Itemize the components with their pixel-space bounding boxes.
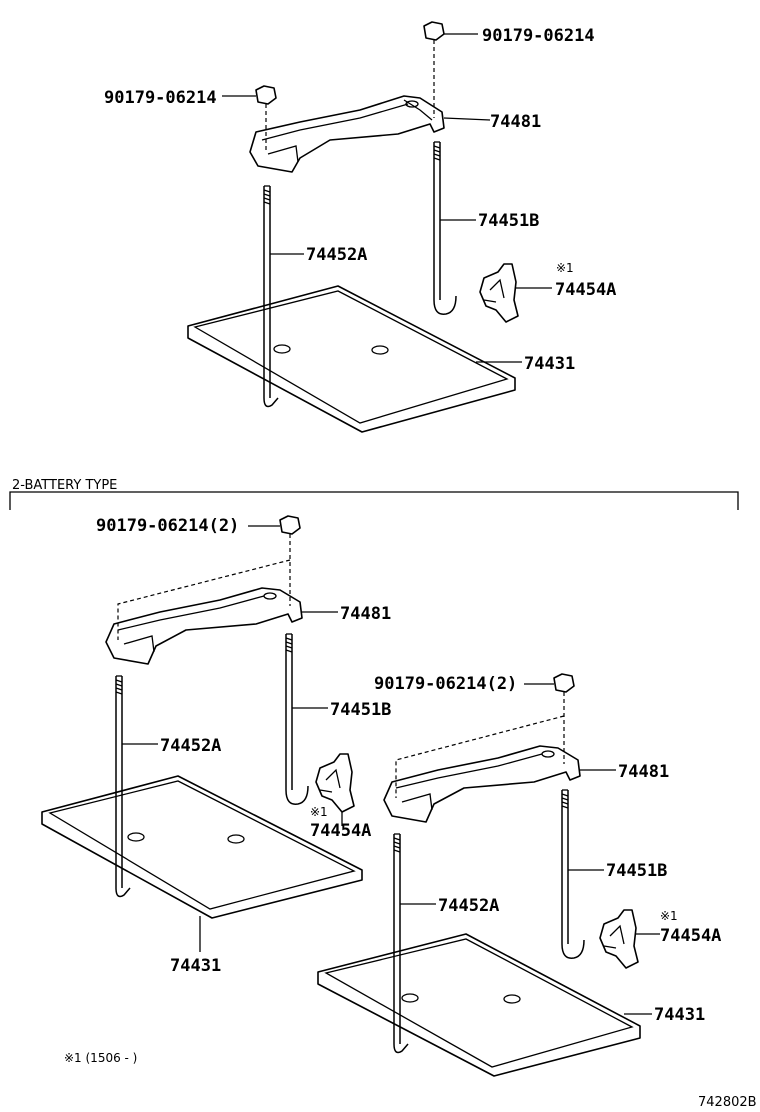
footnote: ※1 (1506 - ) bbox=[64, 1051, 137, 1065]
b1-bolt-74452a bbox=[115, 675, 131, 898]
label-b2-holder-note: ※1 bbox=[660, 909, 678, 923]
b2-bolt-74452a bbox=[393, 833, 409, 1054]
top-battery-tray bbox=[187, 285, 516, 433]
top-assembly bbox=[187, 21, 552, 433]
label-b1-holder-note: ※1 bbox=[310, 805, 328, 819]
label-b1-bolt-b: 74451B bbox=[330, 700, 391, 720]
top-clamp-74481 bbox=[249, 95, 445, 173]
label-top-bolt-b: 74451B bbox=[478, 211, 539, 231]
top-bolt-74451b bbox=[433, 141, 457, 315]
label-b2-holder: 74454A bbox=[660, 926, 721, 946]
label-top-nut: 90179-06214 bbox=[482, 26, 595, 46]
b1-holder-74454a bbox=[315, 753, 355, 813]
b2-bolt-74451b bbox=[561, 789, 585, 959]
label-top-clamp: 74481 bbox=[490, 112, 541, 132]
b2-assembly bbox=[317, 673, 660, 1077]
top-nut-left bbox=[222, 85, 277, 150]
label-b2-tray: 74431 bbox=[654, 1005, 705, 1025]
label-b1-clamp: 74481 bbox=[340, 604, 391, 624]
label-top-bolt-a: 74452A bbox=[306, 245, 367, 265]
top-nut-right bbox=[423, 21, 478, 118]
label-b1-tray: 74431 bbox=[170, 956, 221, 976]
top-bolt-74452a bbox=[263, 185, 279, 408]
b1-assembly bbox=[41, 515, 363, 952]
label-b2-bolt-b: 74451B bbox=[606, 861, 667, 881]
label-top-holder-note: ※1 bbox=[556, 261, 574, 275]
section-title: 2-BATTERY TYPE bbox=[12, 478, 117, 493]
b2-nut bbox=[395, 673, 575, 798]
label-b1-nut: 90179-06214(2) bbox=[96, 516, 239, 536]
label-top-tray: 74431 bbox=[524, 354, 575, 374]
label-b1-bolt-a: 74452A bbox=[160, 736, 221, 756]
b1-battery-tray bbox=[41, 775, 363, 919]
b2-holder-74454a bbox=[599, 909, 639, 969]
label-b1-holder: 74454A bbox=[310, 821, 371, 841]
b1-bolt-74451b bbox=[285, 633, 309, 805]
b2-clamp-74481 bbox=[383, 745, 581, 823]
b1-clamp-74481 bbox=[105, 587, 303, 665]
label-b2-nut: 90179-06214(2) bbox=[374, 674, 517, 694]
b1-nut bbox=[117, 515, 301, 640]
diagram-code: 742802B bbox=[698, 1095, 757, 1110]
label-b2-bolt-a: 74452A bbox=[438, 896, 499, 916]
b2-battery-tray bbox=[317, 933, 641, 1077]
label-top-holder: 74454A bbox=[555, 280, 616, 300]
label-b2-clamp: 74481 bbox=[618, 762, 669, 782]
top-holder-74454a bbox=[479, 263, 519, 323]
label-top-nut-left: 90179-06214 bbox=[104, 88, 217, 108]
section-bracket bbox=[9, 491, 739, 510]
